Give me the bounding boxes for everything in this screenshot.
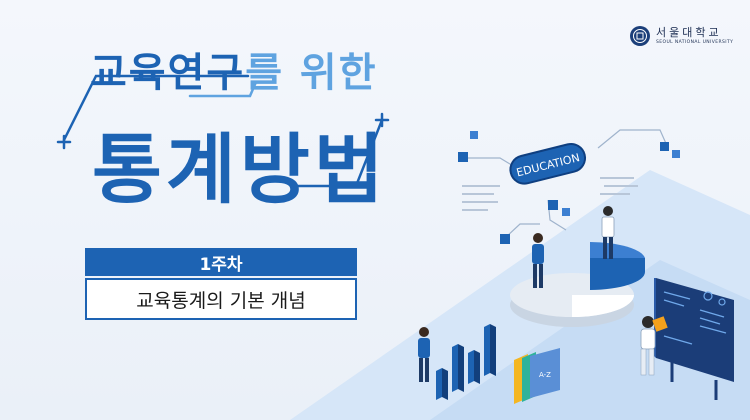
bar-chart-icon xyxy=(436,324,496,400)
education-sign: EDUCATION xyxy=(509,142,587,185)
university-name-english: SEOUL NATIONAL UNIVERSITY xyxy=(656,40,734,45)
person-walking-icon xyxy=(418,327,430,382)
lecture-topic: 교육통계의 기본 개념 xyxy=(85,278,357,320)
title-part-1: 교육연구 xyxy=(90,50,246,96)
book-cover-text: A-Z xyxy=(539,371,551,379)
person-presenter-icon xyxy=(640,316,668,376)
title-part-2: 를 위한 xyxy=(245,50,378,96)
person-woman-icon xyxy=(532,233,544,288)
university-logo: 서울대학교 SEOUL NATIONAL UNIVERSITY xyxy=(630,26,733,46)
title-line-2: 통계방법 xyxy=(92,125,388,214)
person-standing-icon xyxy=(601,206,615,259)
university-name: 서울대학교 xyxy=(656,26,722,39)
dashboard-board xyxy=(654,278,734,400)
floating-cubes xyxy=(458,131,680,244)
pie-chart-platform xyxy=(510,242,645,327)
document-lines-icon xyxy=(462,177,638,211)
title-line-1: 교육연구를 위한 xyxy=(90,40,378,98)
books-icon: A-Z xyxy=(514,348,560,404)
week-label: 1주차 xyxy=(85,248,357,276)
university-emblem-icon xyxy=(630,26,650,46)
